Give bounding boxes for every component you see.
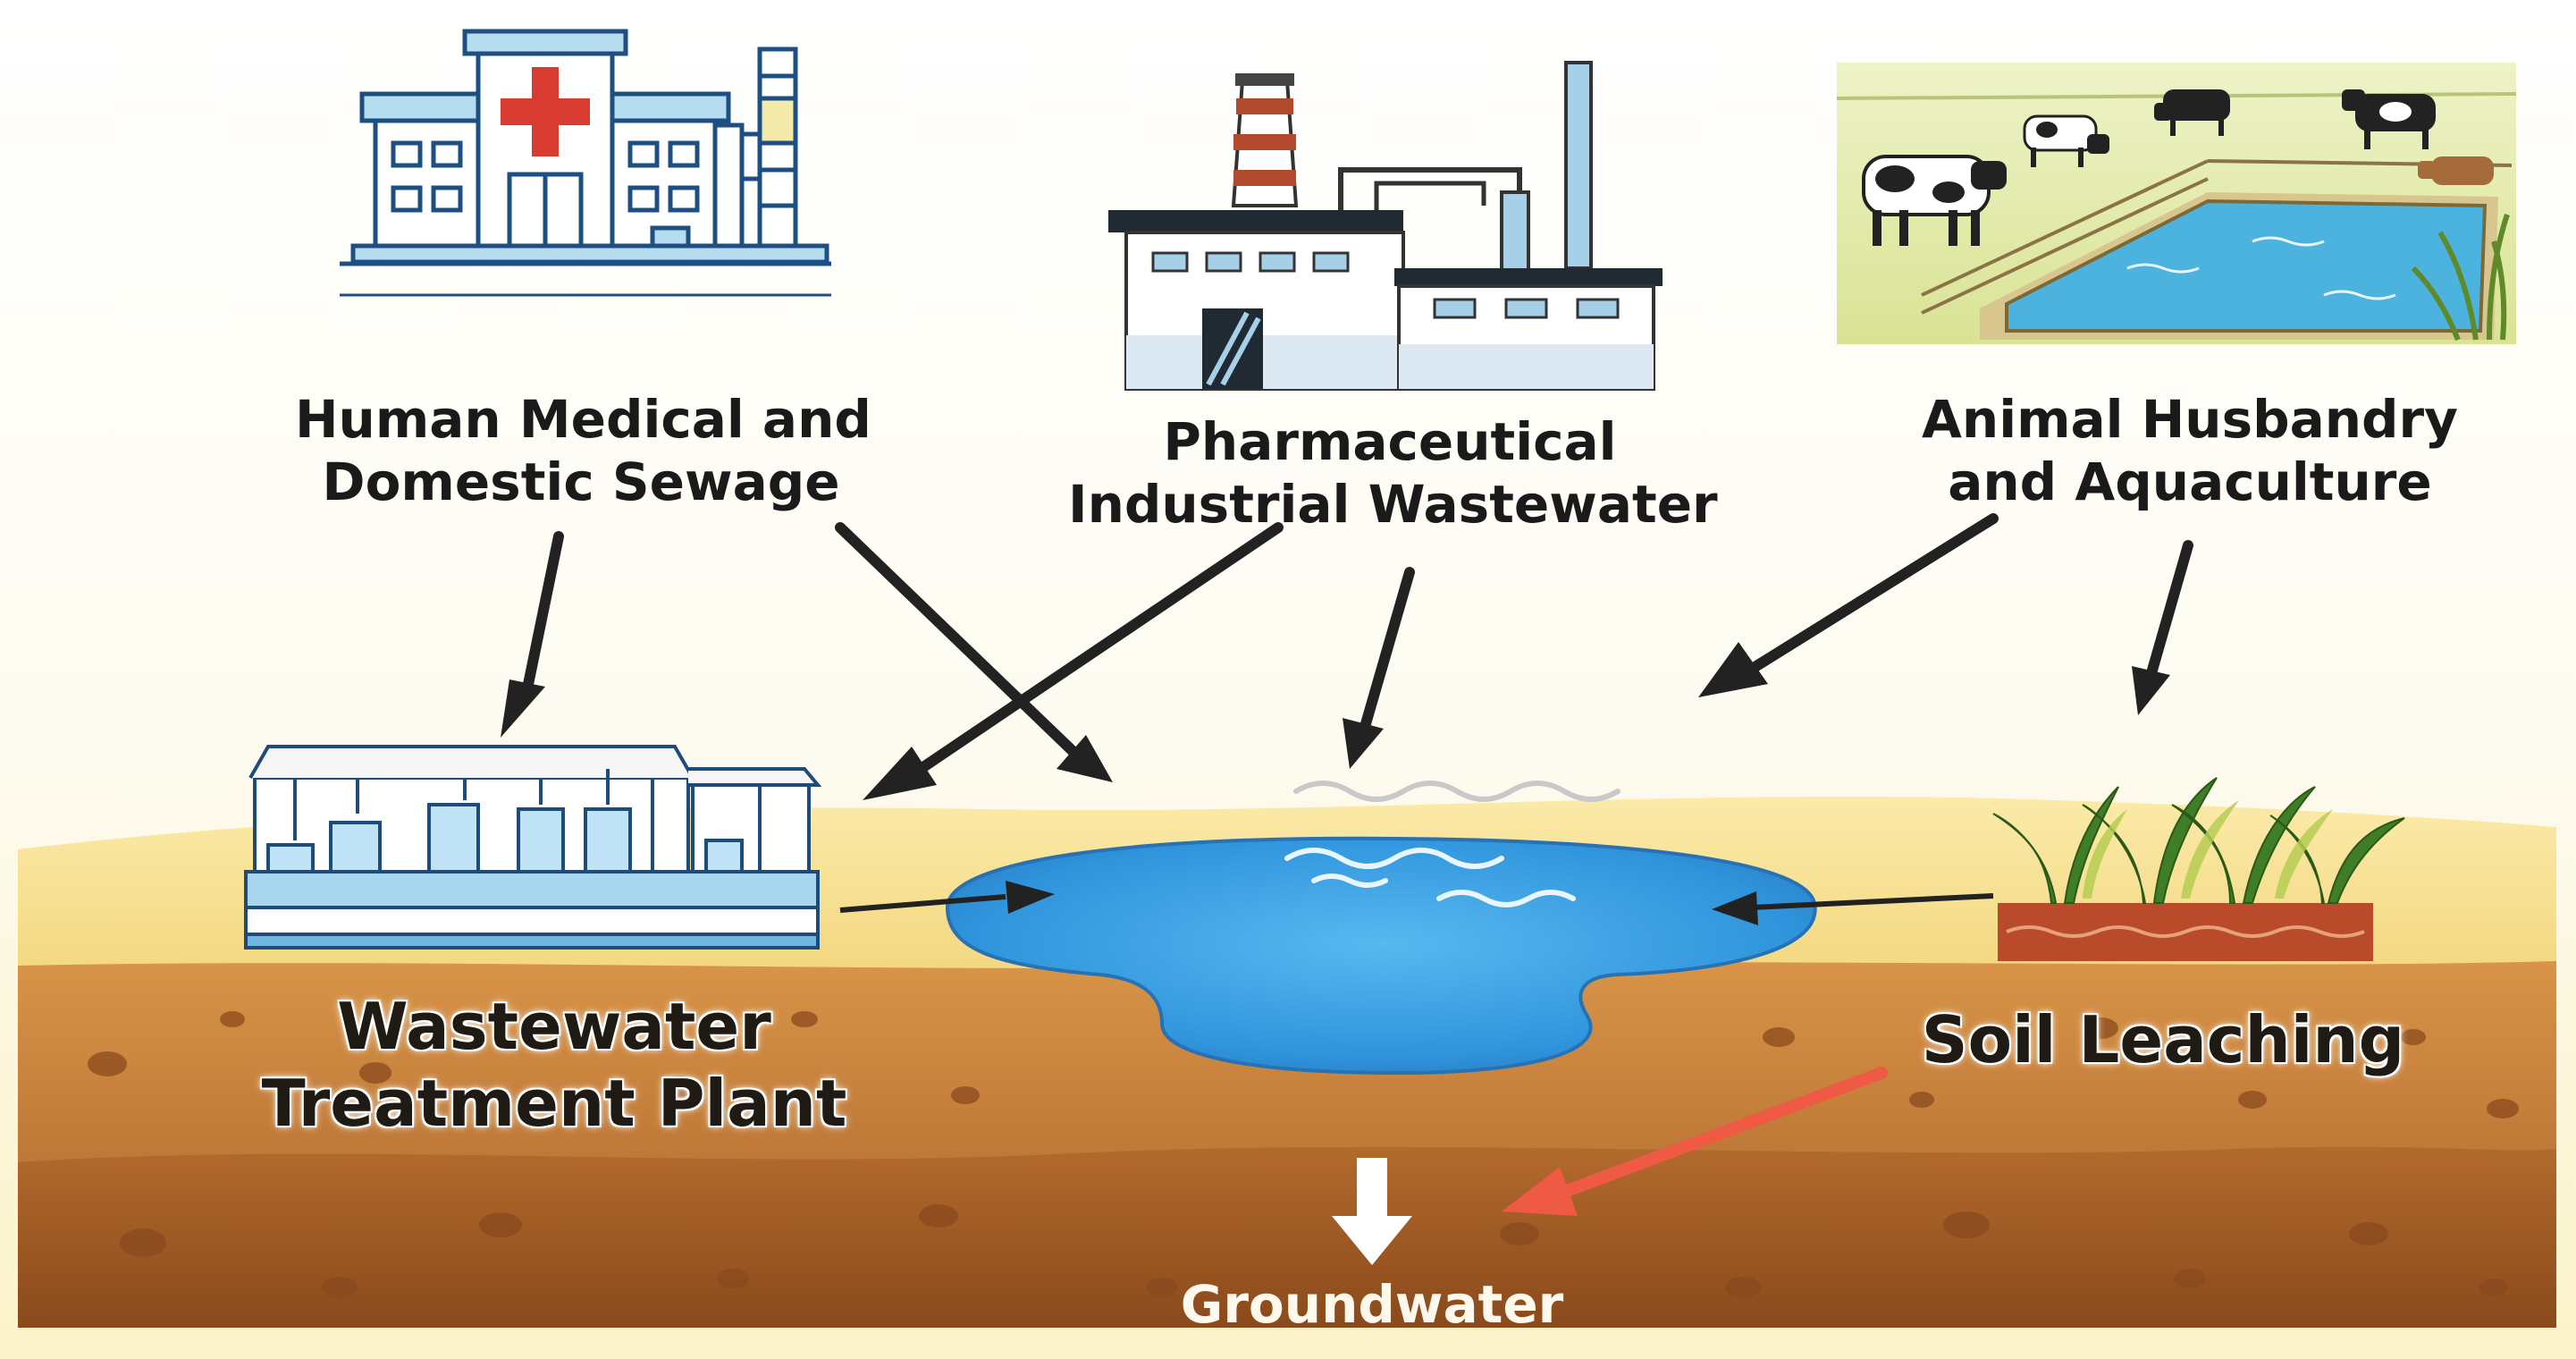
treatment-plant-icon [244,745,822,950]
label-treatment-plant: Wastewater Treatment Plant [261,989,847,1142]
label-medical: Human Medical and Domestic Sewage [295,389,871,512]
label-pharma: Pharmaceutical Industrial Wastewater [1068,411,1718,535]
cow-icon [2342,89,2436,149]
crop-bed-icon [1992,777,2405,961]
soil-texture [88,1011,2519,1298]
arrow-medical-to-water [835,522,1078,756]
cow-icon [2418,156,2494,185]
water-ripples [1284,848,1576,907]
label-groundwater: Groundwater [1180,1274,1564,1335]
flow-arrows [520,513,2193,774]
arrow-pharma-to-water [1358,567,1415,739]
surface-wave [1293,781,1621,802]
factory-icon [1108,61,1663,391]
cow-icon [2154,89,2230,136]
leaching-arrow [1553,1067,1888,1200]
water-body [945,836,1817,1076]
groundwater-arrow [1332,1158,1412,1265]
label-animal: Animal Husbandry and Aquaculture [1922,389,2458,512]
arrow-plant-to-water [839,894,1006,913]
arrow-medical-to-plant [520,531,564,703]
cow-icon [2023,114,2109,167]
arrow-pharma-to-plant [915,522,1284,774]
arrow-animal-to-water [1751,513,1999,671]
label-soil-leaching: Soil Leaching [1921,1002,2405,1077]
red-cross-icon [501,67,590,156]
soil-layer-lower [18,1146,2556,1328]
arrow-heads [501,642,2170,800]
pasture-illustration [1836,63,2517,344]
arrow-animal-to-crops [2144,540,2193,685]
hospital-icon [340,29,831,297]
cow-icon [1862,155,2007,246]
inflow-arrows [839,893,1994,913]
arrow-soil-to-water [1751,893,1994,910]
